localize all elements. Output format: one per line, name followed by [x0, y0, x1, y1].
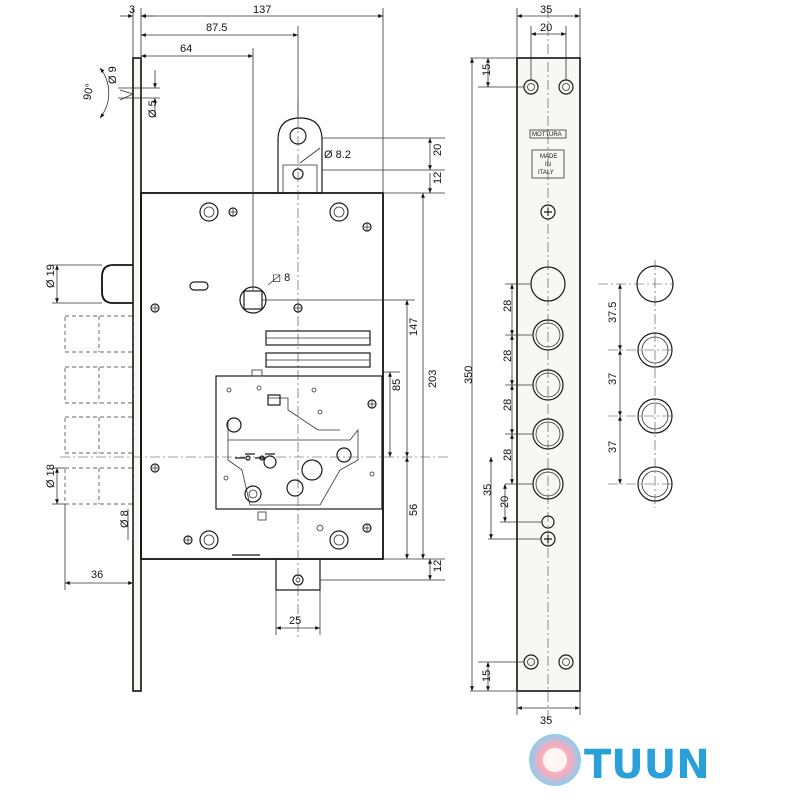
dim-square-8: ◻ 8	[272, 272, 290, 284]
dim-85: 85	[391, 379, 403, 391]
follower-square	[189, 281, 267, 314]
gear-mechanism	[215, 369, 383, 532]
stamp-line-1: MADE	[540, 154, 557, 160]
body-dimensions: 20 12 Ø 8.2 ◻ 8 147 85 203 56 12 25	[262, 137, 445, 635]
bolt-dimensions: 37.5 37 37	[607, 284, 622, 484]
latch-bolt	[101, 264, 133, 304]
dim-15-bottom: 15	[481, 670, 493, 682]
dim-64: 64	[180, 43, 192, 55]
countersink-detail: 90° Ø 9 Ø 5	[82, 66, 160, 119]
dim-dia-8-2: Ø 8.2	[324, 149, 351, 161]
top-dimensions: 3 137 87.5 64	[120, 4, 384, 290]
stamp-brand: MOTTURA	[532, 132, 562, 138]
deadbolt-outlines	[64, 315, 134, 505]
plate-dimensions: 35 20 15 350 28 28 28 28 35 20 15	[463, 4, 581, 727]
dim-15-top: 15	[481, 64, 493, 76]
dim-28-d: 28	[502, 449, 514, 461]
dim-3: 3	[129, 4, 135, 16]
dim-36: 36	[91, 569, 103, 581]
dim-56: 56	[408, 504, 420, 516]
dim-12-top: 12	[432, 172, 444, 184]
bolt-heads	[598, 260, 674, 508]
dim-35-top: 35	[540, 4, 552, 16]
dim-12-bottom: 12	[432, 560, 444, 572]
dim-dia-19: Ø 19	[45, 264, 57, 288]
left-dimensions: Ø 19 Ø 18 Ø 8 36	[45, 264, 134, 590]
dim-350: 350	[463, 366, 475, 384]
dim-25: 25	[289, 615, 301, 627]
dim-28-c: 28	[502, 399, 514, 411]
dim-87-5: 87.5	[206, 22, 227, 34]
dim-147: 147	[408, 318, 420, 336]
dim-37-5: 37.5	[607, 302, 619, 323]
stamp-line-3: ITALY	[538, 170, 554, 176]
dim-35-side: 35	[482, 484, 494, 496]
dim-20-top: 20	[432, 144, 444, 156]
dim-dia-5: Ø 5	[147, 100, 159, 118]
dim-28-a: 28	[502, 300, 514, 312]
watermark-text: TUUN	[584, 742, 710, 788]
internal-slots	[265, 330, 371, 368]
faceplate-front	[516, 57, 581, 692]
dim-20-top-plate: 20	[540, 22, 552, 34]
dim-28-b: 28	[502, 350, 514, 362]
dim-dia-9: Ø 9	[107, 66, 119, 84]
watermark: TUUN	[529, 734, 710, 788]
lock-case	[140, 117, 384, 591]
dim-203: 203	[427, 370, 439, 388]
dim-dia-8: Ø 8	[119, 510, 131, 528]
dim-angle-90: 90°	[82, 83, 97, 101]
dim-37-a: 37	[607, 373, 619, 385]
faceplate-side	[132, 57, 142, 692]
dim-37-b: 37	[607, 441, 619, 453]
case-screws	[150, 202, 377, 550]
dim-137: 137	[253, 4, 271, 16]
dim-20-side: 20	[499, 496, 511, 508]
dim-35-bottom: 35	[540, 715, 552, 727]
dim-dia-18: Ø 18	[45, 464, 57, 488]
